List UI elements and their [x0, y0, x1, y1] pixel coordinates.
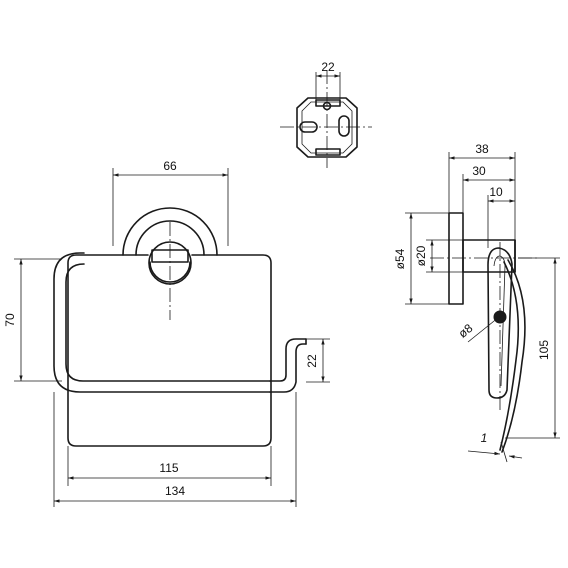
dim-label-70: 70	[3, 313, 17, 327]
mount-slot-vertical	[338, 115, 350, 137]
dim-label-22-top: 22	[321, 60, 335, 74]
dim-label-30: 30	[472, 164, 486, 178]
rosette-outline	[122, 207, 218, 256]
dim-label-d54: ø54	[393, 248, 407, 269]
front-view: 66 70 22 115 134	[3, 159, 330, 507]
mount-plate-outline	[296, 97, 358, 158]
dim-label-66: 66	[163, 159, 177, 173]
mount-top-tab	[315, 99, 341, 107]
dim-line-1-left	[467, 450, 501, 456]
dim-label-d8: ø8	[456, 321, 476, 341]
dim-line-d8	[467, 312, 505, 343]
dim-label-d20: ø20	[414, 245, 428, 266]
side-view: 38 30 10 ø54 ø20 ø8 105 1	[393, 142, 560, 463]
dim-line-1-right	[508, 455, 523, 459]
dim-label-22-side: 22	[305, 354, 319, 368]
side-cover-outer	[501, 259, 526, 453]
side-cover-inner	[499, 261, 520, 451]
mount-bottom-tab	[315, 148, 341, 156]
arm-inner	[65, 263, 271, 382]
arm-outer	[53, 252, 271, 393]
dim-label-10: 10	[489, 185, 503, 199]
mount-plate-inner	[301, 101, 353, 154]
side-arm	[487, 247, 513, 399]
top-view-mount: 22	[280, 60, 372, 168]
dim-label-115: 115	[159, 461, 178, 475]
dim-ext	[500, 441, 508, 463]
hook-outer	[269, 343, 307, 393]
hook-inner	[269, 338, 307, 382]
dim-label-1: 1	[481, 431, 488, 445]
dim-label-38: 38	[475, 142, 489, 156]
side-rosette	[448, 212, 464, 305]
dim-label-134: 134	[165, 484, 185, 498]
dim-label-105: 105	[537, 340, 551, 360]
mount-slot-horizontal	[299, 121, 318, 133]
rosette-inner	[135, 220, 205, 256]
cover-plate	[67, 254, 272, 447]
hinge-arc	[149, 261, 191, 283]
